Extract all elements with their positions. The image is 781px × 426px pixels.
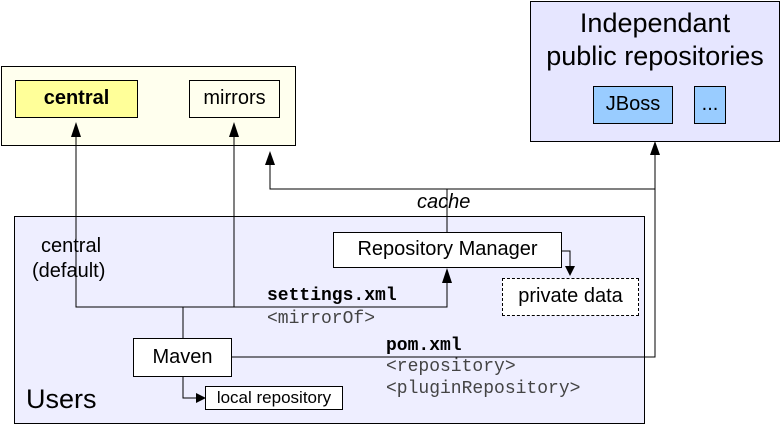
arrow-to-central: [71, 122, 81, 137]
arrow-to-repository-manager: [442, 268, 452, 283]
central-default-label-line1: central: [41, 235, 102, 257]
mirrors-repository-box[interactable]: [189, 80, 280, 118]
private-data-label: private data: [518, 285, 623, 307]
mirrors-repository-label: mirrors: [203, 87, 266, 109]
pom-xml-label: pom.xml: [386, 336, 462, 356]
jboss-repository-box[interactable]: [593, 86, 673, 124]
maven-to-local-connector: [182, 377, 197, 399]
central-connector: [75, 137, 448, 308]
arrow-to-repositories: [265, 151, 275, 165]
repository-manager-label: Repository Manager: [357, 238, 538, 260]
arrow-to-private-data: [565, 266, 575, 276]
local-repository-label: local repository: [216, 388, 332, 407]
independent-repositories-title-line1: Independant: [579, 8, 731, 38]
private-data-box[interactable]: [502, 278, 639, 316]
central-repository-box[interactable]: [15, 80, 138, 118]
independent-repositories-title-line2: public repositories: [546, 41, 764, 71]
cache-label: cache: [417, 191, 471, 213]
central-default-label-line2: (default): [32, 260, 106, 282]
arrow-to-mirrors: [229, 122, 239, 137]
arrow-to-local-repository: [196, 393, 206, 403]
repository-tag-label: <repository>: [386, 357, 516, 377]
local-repository-box[interactable]: [205, 386, 343, 410]
manager-to-private-connector: [562, 250, 571, 266]
mirror-of-label: <mirrorOf>: [267, 309, 376, 329]
settings-xml-label: settings.xml: [267, 286, 397, 306]
other-repositories-label: ...: [701, 93, 719, 115]
users-label: Users: [26, 384, 97, 414]
maven-label: Maven: [152, 346, 213, 368]
central-repository-label: central: [43, 87, 110, 109]
other-repositories-box[interactable]: [694, 86, 726, 124]
arrow-to-independent: [650, 141, 660, 155]
maven-to-independent-connector: [232, 155, 656, 358]
repository-manager-box[interactable]: [333, 232, 562, 268]
maven-box[interactable]: [133, 338, 232, 377]
cache-connector: [269, 165, 448, 233]
plugin-repository-tag-label: <pluginRepository>: [386, 379, 581, 399]
jboss-repository-label: JBoss: [605, 93, 661, 115]
